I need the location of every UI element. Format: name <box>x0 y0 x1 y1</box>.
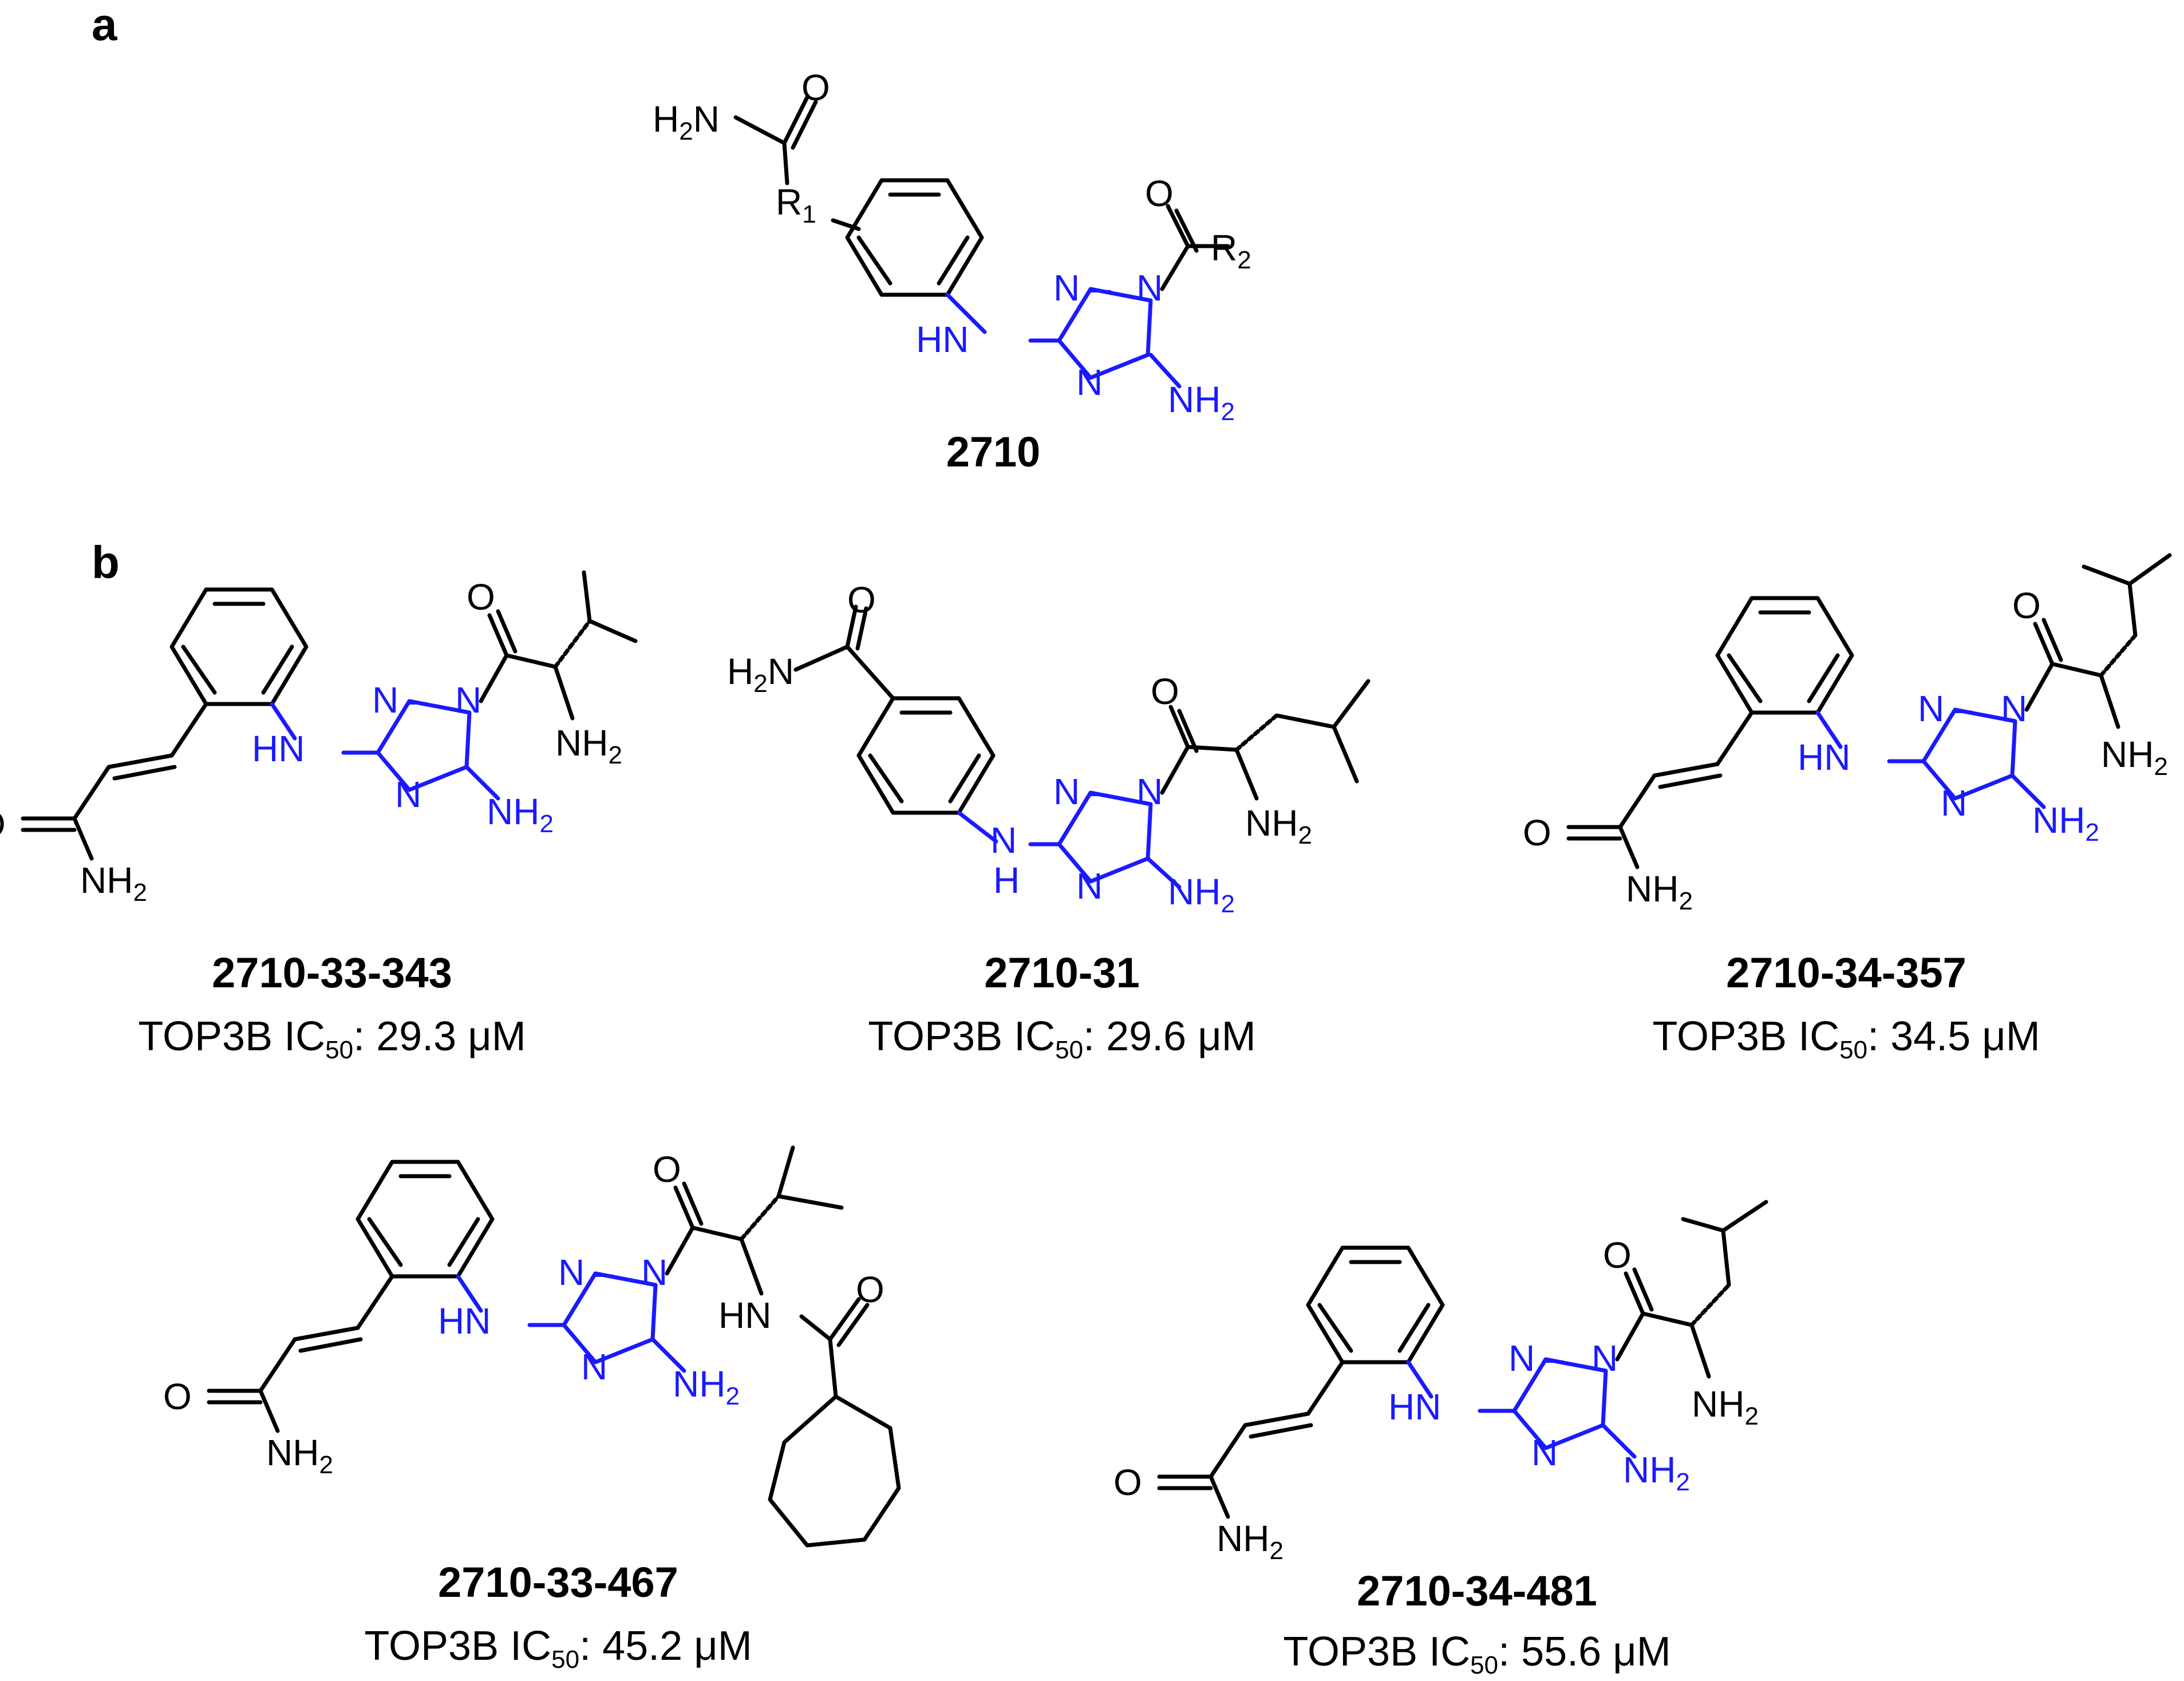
ic50-4: TOP3B IC50: 45.2 μM <box>364 1623 752 1674</box>
svg-text:NH2: NH2 <box>1168 871 1235 918</box>
structure-2710-31: H2N O N H N – N N NH2 O NH2 <box>727 579 1371 918</box>
structure-2710-33-343: NH2 <box>0 570 638 907</box>
ic50-3: TOP3B IC50: 34.5 μM <box>1652 1014 2040 1064</box>
ic50-2: TOP3B IC50: 29.6 μM <box>868 1014 1255 1064</box>
svg-text:HN: HN <box>916 319 969 360</box>
svg-text:O: O <box>1145 173 1174 214</box>
svg-text:H2N: H2N <box>727 651 794 698</box>
panel-b-label: b <box>92 537 120 588</box>
compound-name-2: 2710-31 <box>984 949 1140 996</box>
structure-2710: H2N O R1 HN N – N N NH2 O R2 <box>653 67 1251 476</box>
svg-text:H: H <box>993 860 1020 901</box>
r2-label: R2 <box>1211 227 1251 274</box>
svg-text:O: O <box>847 579 876 620</box>
svg-text:–: – <box>1088 771 1108 812</box>
panel-a-label: a <box>92 0 117 50</box>
structure-2710-33-467: HN O <box>163 1145 901 1548</box>
svg-text:HN: HN <box>718 1295 771 1336</box>
svg-text:–: – <box>1091 267 1111 308</box>
svg-text:NH2: NH2 <box>1692 1383 1759 1430</box>
svg-text:H2N: H2N <box>653 98 720 145</box>
svg-text:N: N <box>990 820 1017 861</box>
svg-text:N: N <box>1076 362 1103 403</box>
svg-text:NH2: NH2 <box>2101 734 2168 781</box>
svg-text:O: O <box>1151 671 1179 712</box>
compound-name-1: 2710-33-343 <box>212 949 452 996</box>
svg-text:N: N <box>1136 267 1163 308</box>
svg-text:NH2: NH2 <box>555 722 622 769</box>
svg-text:NH2: NH2 <box>1245 802 1312 849</box>
svg-text:N: N <box>1053 267 1080 308</box>
svg-text:N: N <box>1076 865 1103 907</box>
svg-text:N: N <box>1053 771 1080 812</box>
structure-2710-34-357: NH2 <box>1523 553 2172 915</box>
compound-name-5: 2710-34-481 <box>1357 1567 1597 1615</box>
compound-name-2710: 2710 <box>946 428 1041 476</box>
structure-2710-34-481: NH2 <box>1113 1200 1768 1565</box>
ic50-5: TOP3B IC50: 55.6 μM <box>1283 1629 1670 1679</box>
svg-text:NH2: NH2 <box>1168 379 1235 426</box>
svg-text:N: N <box>1136 771 1163 812</box>
compound-name-4: 2710-33-467 <box>438 1559 678 1606</box>
compound-name-3: 2710-34-357 <box>1726 949 1966 996</box>
ic50-1: TOP3B IC50: 29.3 μM <box>138 1014 526 1064</box>
svg-text:O: O <box>801 67 830 108</box>
r1-label: R1 <box>776 181 816 228</box>
svg-text:O: O <box>856 1269 884 1310</box>
